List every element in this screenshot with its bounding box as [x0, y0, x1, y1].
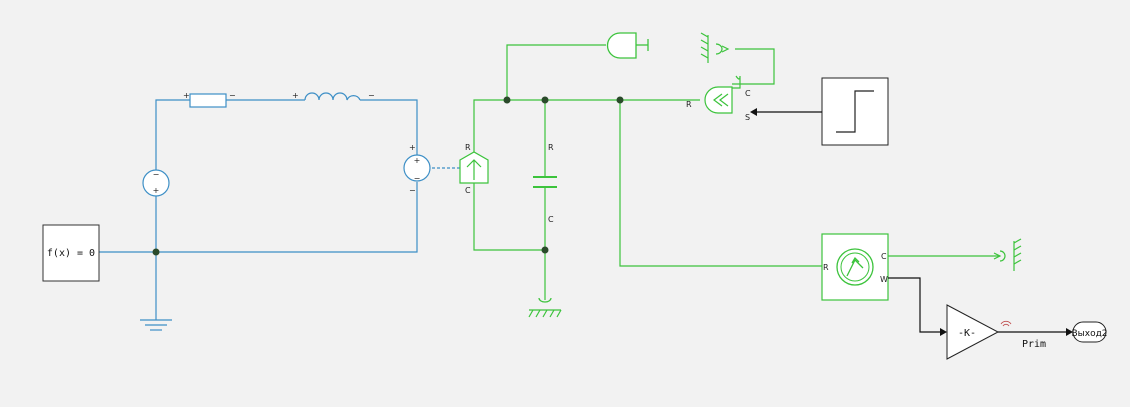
resistor[interactable]: + −	[183, 91, 236, 108]
voltage-sensor-inner-plus: +	[414, 156, 421, 165]
mechanical-ground-top-icon[interactable]	[700, 32, 730, 63]
voltage-sensor-minus-label: −	[409, 186, 416, 195]
clutch-block[interactable]: R C S	[686, 86, 751, 122]
force-source-c-label: C	[465, 186, 471, 195]
signal-line-gain-to-output[interactable]	[998, 328, 1073, 336]
clutch-c-label: C	[745, 89, 751, 98]
controlled-voltage-source[interactable]: − +	[142, 169, 170, 197]
resistor-minus-label: −	[229, 91, 236, 100]
solver-config-label: f(x) = 0	[47, 248, 95, 259]
inductor[interactable]: + −	[292, 91, 375, 101]
wire-force-r[interactable]	[473, 99, 700, 155]
motion-sensor-block[interactable]: R C W	[821, 233, 889, 301]
signal-line-step-to-clutch[interactable]	[750, 108, 822, 116]
junction-dot	[541, 96, 549, 104]
wire-inductor-right[interactable]	[360, 99, 418, 155]
force-source-block[interactable]: R C	[459, 143, 489, 195]
signal-logging-icon[interactable]	[1000, 320, 1012, 327]
wire-clutch-loop[interactable]	[732, 48, 775, 85]
gain-block[interactable]: -K-	[946, 304, 1000, 360]
junction-dot	[616, 96, 624, 104]
signal-name-label: Prim	[1022, 339, 1046, 350]
wire-bottom[interactable]	[99, 182, 418, 253]
electrical-ground-icon[interactable]	[140, 319, 172, 331]
voltage-source-minus-label: −	[153, 170, 160, 179]
damper-c-label: C	[548, 215, 554, 224]
wire-sensor-r[interactable]	[619, 100, 822, 267]
junction-dot	[152, 248, 160, 256]
damper-block[interactable]: R C	[533, 143, 557, 224]
mechanical-network	[473, 44, 1000, 300]
output-port-block[interactable]: Выход2	[1071, 321, 1108, 343]
electrical-network	[99, 99, 460, 320]
voltage-sensor-inner-minus: −	[414, 174, 421, 183]
output-port-label: Выход2	[1071, 329, 1107, 339]
inductor-minus-label: −	[368, 91, 375, 100]
wire-clutch-c[interactable]	[732, 75, 741, 89]
sensor-c-label: C	[881, 252, 887, 261]
sensor-w-label: W	[880, 275, 888, 284]
resistor-plus-label: +	[183, 91, 190, 100]
voltage-sensor[interactable]: + − + −	[403, 143, 431, 195]
junction-dot	[541, 246, 549, 254]
signal-line-sensor-to-gain[interactable]	[888, 277, 947, 336]
wire-force-c[interactable]	[473, 182, 545, 251]
gain-label: -K-	[958, 328, 976, 339]
wire-top-left[interactable]	[155, 99, 190, 170]
clutch-s-label: S	[745, 113, 750, 122]
clutch-r-label: R	[686, 100, 692, 109]
mechanical-ground-right-icon[interactable]	[993, 238, 1022, 271]
junction-dot	[503, 96, 511, 104]
step-block[interactable]	[821, 77, 889, 146]
voltage-sensor-plus-label: +	[409, 143, 416, 152]
force-source-r-label: R	[465, 143, 471, 152]
voltage-source-plus-label: +	[153, 186, 160, 195]
wire-inertia[interactable]	[506, 44, 606, 100]
inertia-block[interactable]	[606, 32, 649, 59]
solver-config-block[interactable]: f(x) = 0	[42, 224, 100, 282]
inductor-plus-label: +	[292, 91, 299, 100]
sensor-r-label: R	[823, 263, 829, 272]
damper-r-label: R	[548, 143, 554, 152]
mechanical-ground-icon[interactable]	[528, 297, 562, 318]
